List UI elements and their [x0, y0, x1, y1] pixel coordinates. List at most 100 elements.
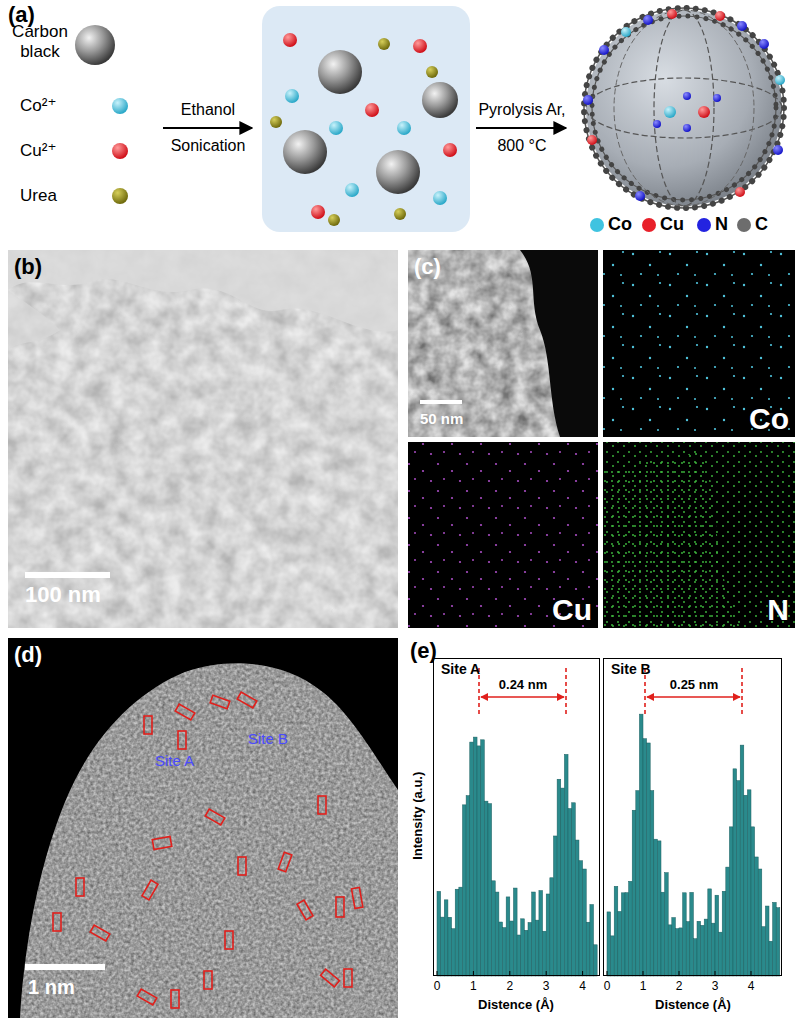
histogram-bar: [726, 867, 730, 976]
histogram-bar: [441, 917, 445, 976]
haadf-image: [8, 638, 398, 1018]
species-label: Cu²⁺: [20, 141, 56, 161]
histogram-bar: [543, 931, 547, 976]
histogram-bar: [455, 889, 459, 976]
histogram-bar: [668, 925, 672, 976]
species-label: Co²⁺: [20, 96, 56, 116]
histogram-bar: [495, 892, 499, 976]
histogram-bar: [611, 936, 615, 976]
histogram-bar: [553, 836, 557, 976]
element-name: N: [767, 592, 789, 628]
histogram-bar: [513, 888, 517, 976]
histogram-bar: [470, 742, 474, 976]
histogram-bar: [488, 804, 492, 976]
histogram-bar: [618, 911, 622, 976]
histogram-bar: [484, 801, 488, 976]
histogram-bar: [550, 878, 554, 976]
line-profiles: [437, 668, 780, 976]
element-map: Cu: [408, 442, 598, 628]
legend-text: C: [755, 214, 768, 236]
histogram-bar: [506, 897, 510, 976]
panel-letter: (c): [414, 254, 441, 280]
tick-label: 0: [597, 979, 617, 993]
histogram-bar: [510, 921, 514, 976]
histogram-bar: [647, 743, 651, 976]
histogram-bar: [769, 941, 773, 976]
histogram-bar: [765, 906, 769, 976]
histogram-bar: [539, 891, 543, 976]
profile-plot: Site B0.25 nm: [603, 658, 782, 976]
tick-label: 4: [741, 979, 761, 993]
element-name: Co: [749, 401, 789, 437]
tick-label: 0: [427, 979, 447, 993]
histogram-bar: [477, 746, 481, 976]
histogram-bar: [503, 928, 507, 976]
tick-label: 2: [500, 979, 520, 993]
histogram-bar: [755, 857, 759, 976]
histogram-bar: [744, 795, 748, 976]
histogram-bar: [733, 769, 737, 976]
histogram-bar: [690, 892, 694, 976]
panel-letter: (b): [14, 254, 42, 280]
histogram: [437, 737, 597, 976]
histogram-bar: [711, 923, 715, 976]
histogram-bar: [697, 921, 701, 976]
legend-swatch: [642, 218, 656, 232]
step-label: Pyrolysis Ar, 800 °C: [474, 92, 570, 164]
histogram-bar: [535, 920, 539, 976]
tem-image-panel: (b) 100 nm: [8, 250, 398, 628]
histogram-bar: [643, 739, 647, 976]
histogram-bar: [462, 805, 466, 976]
histogram-bar: [614, 886, 618, 976]
histogram-bar: [437, 891, 441, 976]
histogram-bar: [621, 893, 625, 976]
legend-swatch: [590, 218, 604, 232]
histogram-bar: [594, 945, 598, 976]
schematic-a: [75, 6, 785, 232]
histogram-bar: [528, 922, 532, 976]
scale-bar-label: 50 nm: [420, 410, 463, 428]
histogram-bar: [499, 922, 503, 976]
histogram-bar: [654, 839, 658, 976]
histogram-bar: [773, 902, 777, 976]
scale-bar-label: 100 nm: [25, 582, 101, 608]
histogram-bar: [481, 740, 485, 976]
scale-bar-label: 1 nm: [28, 975, 75, 999]
histogram-bar: [675, 929, 679, 976]
element-map: N: [603, 442, 795, 628]
tick-label: 1: [463, 979, 483, 993]
histogram-bar: [579, 861, 583, 976]
histogram-bar: [701, 925, 705, 976]
histogram-bar: [521, 919, 525, 976]
histogram-bar: [564, 754, 568, 976]
histogram-bar: [452, 929, 456, 976]
axis-title: Intensity (a.u.): [410, 736, 426, 896]
histogram-bar: [625, 893, 629, 976]
species-label: Carbon black: [8, 22, 72, 61]
histogram-bar: [546, 894, 550, 976]
legend-swatch: [697, 218, 711, 232]
histogram-bar: [583, 869, 587, 976]
legend-text: Co: [608, 214, 632, 236]
histogram-bar: [679, 928, 683, 976]
histogram-bar: [708, 889, 712, 976]
histogram-bar: [492, 881, 496, 976]
histogram-bar: [737, 781, 741, 976]
histogram-bar: [657, 841, 661, 976]
step-label: Ethanol Sonication: [162, 92, 254, 164]
haadf-image-panel: (d)Site ASite B1 nm: [8, 638, 398, 1018]
histogram-bar: [636, 791, 640, 976]
histogram: [607, 714, 780, 976]
histogram-bar: [686, 922, 690, 976]
histogram-bar: [747, 790, 751, 976]
histogram-bar: [719, 932, 723, 976]
histogram-bar: [575, 840, 579, 976]
tick-label: 3: [705, 979, 725, 993]
site-label: Site A: [155, 752, 194, 770]
axis-title: Distence (Å): [633, 997, 753, 1013]
tick-label: 1: [633, 979, 653, 993]
histogram-bar: [466, 796, 470, 976]
histogram-bar: [639, 714, 643, 976]
histogram-bar: [629, 881, 633, 976]
